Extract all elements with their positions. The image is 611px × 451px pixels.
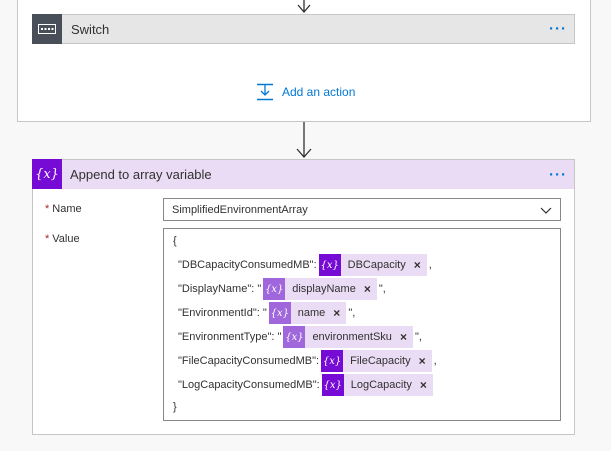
- token-label: environmentSku: [312, 331, 392, 343]
- json-trail: ",: [414, 331, 422, 343]
- switch-more-options-button[interactable]: ···: [549, 20, 567, 38]
- append-to-array-variable-card: {x} Append to array variable ··· *Name S…: [32, 159, 575, 435]
- json-key: "EnvironmentId": ": [178, 307, 267, 319]
- name-dropdown[interactable]: SimplifiedEnvironmentArray: [163, 198, 561, 221]
- token-label: FileCapacity: [350, 355, 411, 367]
- add-action-label: Add an action: [282, 85, 356, 99]
- json-line: "EnvironmentId": " {x} name × ",: [178, 302, 355, 324]
- value-field-label: *Value: [45, 233, 80, 245]
- switch-icon: [32, 13, 62, 44]
- json-line: "EnvironmentType": " {x} environmentSku …: [178, 326, 422, 348]
- json-line: "LogCapacityConsumedMB": {x} LogCapacity…: [178, 374, 435, 396]
- token-label: displayName: [292, 283, 356, 295]
- json-trail: ,: [428, 259, 432, 271]
- json-key: "EnvironmentType": ": [178, 331, 282, 343]
- variable-icon: {x}: [321, 374, 344, 396]
- close-brace: }: [173, 401, 177, 413]
- close-icon[interactable]: ×: [363, 282, 371, 296]
- append-card-title: Append to array variable: [70, 167, 212, 182]
- expression-icon: {x}: [268, 302, 291, 324]
- close-icon[interactable]: ×: [413, 258, 421, 272]
- dynamic-content-token[interactable]: {x} FileCapacity ×: [321, 350, 432, 372]
- required-marker: *: [45, 203, 50, 215]
- dynamic-content-token[interactable]: {x} DBCapacity ×: [318, 254, 427, 276]
- variable-icon: {x}: [318, 254, 341, 276]
- token-label: LogCapacity: [350, 379, 412, 391]
- json-line: "DBCapacityConsumedMB": {x} DBCapacity ×…: [178, 254, 432, 276]
- connector-arrow-top: [297, 0, 311, 13]
- variable-icon: {x}: [321, 350, 344, 372]
- json-trail: ,: [433, 355, 437, 367]
- dynamic-content-token[interactable]: {x} displayName ×: [263, 278, 377, 300]
- add-an-action-button[interactable]: Add an action: [256, 81, 355, 103]
- close-icon[interactable]: ×: [333, 306, 341, 320]
- json-key: "DBCapacityConsumedMB":: [178, 259, 317, 271]
- json-key: "DisplayName": ": [178, 283, 262, 295]
- token-label: name: [297, 307, 326, 319]
- token-label: DBCapacity: [347, 259, 406, 271]
- append-more-options-button[interactable]: ···: [549, 166, 567, 183]
- connector-arrow-middle: [296, 122, 312, 158]
- value-editor[interactable]: { "DBCapacityConsumedMB": {x} DBCapacity…: [163, 228, 561, 421]
- chevron-down-icon: [540, 207, 552, 214]
- close-icon[interactable]: ×: [419, 378, 427, 392]
- add-action-icon: [257, 83, 273, 101]
- open-brace: {: [173, 235, 177, 247]
- json-key: "LogCapacityConsumedMB":: [178, 379, 320, 391]
- expression-icon: {x}: [263, 278, 286, 300]
- dynamic-content-token[interactable]: {x} environmentSku ×: [283, 326, 413, 348]
- switch-title: Switch: [71, 21, 110, 37]
- json-line: "DisplayName": " {x} displayName × ",: [178, 278, 386, 300]
- close-icon[interactable]: ×: [399, 330, 407, 344]
- json-line: "FileCapacityConsumedMB": {x} FileCapaci…: [178, 350, 437, 372]
- name-field-label: *Name: [45, 203, 82, 215]
- switch-action-card[interactable]: Switch ···: [32, 13, 575, 44]
- expression-icon: {x}: [283, 326, 306, 348]
- required-marker: *: [45, 233, 50, 245]
- append-card-header[interactable]: {x} Append to array variable ···: [32, 159, 574, 189]
- close-icon[interactable]: ×: [418, 354, 426, 368]
- json-trail: ",: [348, 307, 356, 319]
- dynamic-content-token[interactable]: {x} name ×: [268, 302, 347, 324]
- variable-icon: {x}: [32, 159, 62, 189]
- name-dropdown-value: SimplifiedEnvironmentArray: [172, 203, 308, 216]
- json-trail: ",: [378, 283, 386, 295]
- json-key: "FileCapacityConsumedMB":: [178, 355, 320, 367]
- dynamic-content-token[interactable]: {x} LogCapacity ×: [321, 374, 433, 396]
